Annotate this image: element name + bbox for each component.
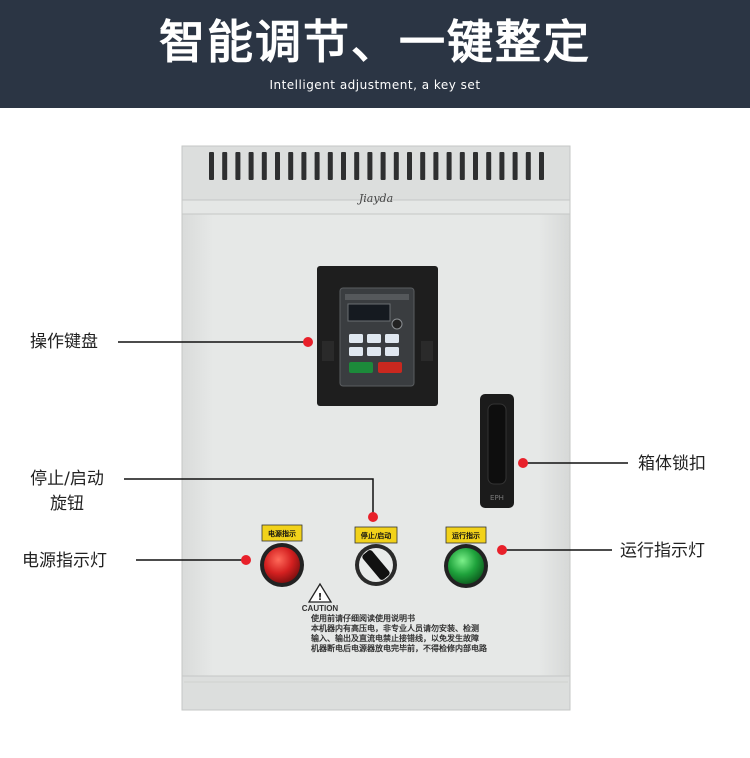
power-tag-text: 电源指示 (268, 529, 296, 538)
vent-slot (327, 152, 333, 180)
banner-subtitle: Intelligent adjustment, a key set (269, 78, 481, 92)
product-scene: Jiayda (0, 108, 750, 754)
switch-callout-dot (368, 512, 378, 522)
lock-tag: EPH (490, 494, 504, 502)
run-indicator: 运行指示 (444, 526, 488, 588)
lock-callout-dot (518, 458, 528, 468)
vent-slot (499, 152, 505, 180)
caution-title: CAUTION (302, 604, 339, 613)
lock-callout-label: 箱体锁扣 (638, 454, 706, 474)
caution-line-3: 输入、输出及直流电禁止接错线，以免发生故障 (311, 633, 479, 643)
vent-slot (433, 152, 439, 180)
keypad-keys (349, 334, 402, 373)
vent-slot (248, 152, 254, 180)
power-callout-dot (241, 555, 251, 565)
run-callout-label: 运行指示灯 (620, 541, 705, 561)
banner-title: 智能调节、一键整定 (159, 15, 591, 69)
keypad-panel (317, 266, 438, 406)
vent-slot (525, 152, 531, 180)
vent-slot (512, 152, 518, 180)
run-callout-dot (497, 545, 507, 555)
vent-slot (222, 152, 228, 180)
vent-slot (446, 152, 452, 180)
stop-start-callout-label-2: 旋钮 (50, 494, 84, 514)
run-tag-text: 运行指示 (452, 531, 480, 540)
vent-slot (301, 152, 307, 180)
vent-slot (459, 152, 465, 180)
vent-slot (393, 152, 399, 180)
keypad-callout-dot (303, 337, 313, 347)
cabinet-illustration: Jiayda (118, 145, 628, 711)
cabinet-lock: EPH (480, 394, 514, 508)
vent-slot (288, 152, 294, 180)
vent-slot (314, 152, 320, 180)
caution-line-2: 本机器内有高压电，非专业人员请勿安装、检测 (310, 623, 479, 633)
cabinet-base (181, 675, 571, 711)
callout-dots (241, 337, 528, 565)
vent-slot (539, 152, 544, 180)
callout-lines (118, 341, 628, 561)
vent-slot (486, 152, 492, 180)
vent-slot (209, 152, 214, 180)
power-indicator: 电源指示 (260, 524, 304, 587)
vent-slots (209, 152, 544, 180)
stop-start-switch: 停止/启动 (354, 526, 398, 586)
warning-icon (307, 582, 333, 603)
caution-label: ! CAUTION 使用前请仔细阅读使用说明书 本机器内有高压电，非专业人员请勿… (302, 582, 488, 653)
vent-slot (341, 152, 346, 180)
vent-slot (407, 152, 412, 180)
vent-slot (261, 152, 267, 180)
keypad-callout-label: 操作键盘 (30, 332, 98, 352)
vent-slot (235, 152, 241, 180)
header-banner: 智能调节、一键整定 Intelligent adjustment, a key … (0, 0, 750, 108)
vent-slot (473, 152, 478, 180)
stop-start-callout-label-1: 停止/启动 (30, 469, 104, 489)
vent-slot (275, 152, 280, 180)
vent-slot (380, 152, 386, 180)
stop-tag-text: 停止/启动 (361, 531, 392, 540)
brand-logo: Jiayda (357, 192, 393, 205)
power-callout-label: 电源指示灯 (22, 551, 107, 571)
vent-slot (354, 152, 360, 180)
caution-line-1: 使用前请仔细阅读使用说明书 (310, 613, 415, 623)
vent-slot (420, 152, 426, 180)
caution-line-4: 机器断电后电源器放电完毕前，不得检修内部电路 (311, 643, 488, 653)
svg-text:!: ! (318, 592, 323, 603)
cabinet-top: Jiayda (181, 145, 571, 215)
vent-slot (367, 152, 373, 180)
